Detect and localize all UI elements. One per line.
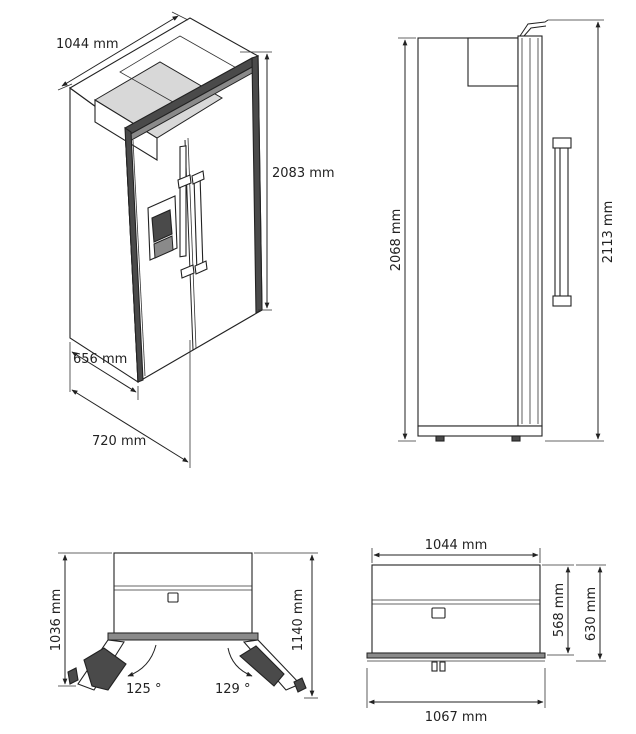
side-compressor (467, 37, 519, 87)
closed-handle-mark (431, 607, 446, 619)
closed-width-total-label: 1067 mm (425, 710, 488, 725)
open-handle-mark (167, 592, 179, 603)
door-left-frame (124, 126, 144, 383)
closed-door-bar (366, 652, 546, 659)
width-label: 1044 mm (56, 37, 119, 52)
top-hinge (519, 19, 549, 37)
depth-inner-label: 656 mm (73, 352, 127, 367)
right-angle-label: 129 ° (215, 682, 250, 697)
top-view-open: 125 ° 129 ° 1036 mm 1140 mm (49, 552, 318, 699)
left-angle-arc (127, 644, 157, 677)
depth-inner-dimension-line (71, 351, 137, 393)
side-view: 2068 mm 2113 mm (389, 19, 616, 442)
open-depth-label: 1036 mm (49, 589, 64, 652)
isometric-view: 1044 mm 2083 mm 656 mm 720 mm (56, 11, 335, 468)
right-angle-arc (227, 647, 253, 677)
total-height-label: 2113 mm (601, 201, 616, 264)
left-door-bin (83, 647, 127, 691)
closed-cabinet (371, 564, 541, 654)
top-view-closed: 1044 mm 1067 mm 568 mm 630 mm (366, 538, 606, 725)
height-label: 2083 mm (272, 166, 335, 181)
left-angle-label: 125 ° (126, 682, 161, 697)
open-hinge-bar (107, 632, 259, 641)
closed-depth-total-label: 630 mm (584, 587, 599, 641)
depth-outer-dimension-line (71, 389, 189, 463)
cabinet-height-label: 2068 mm (389, 209, 404, 272)
closed-width-label: 1044 mm (425, 538, 488, 553)
side-body (417, 37, 519, 427)
depth-outer-label: 720 mm (92, 434, 146, 449)
side-base (417, 425, 543, 437)
closed-depth-label: 568 mm (552, 583, 567, 637)
open-cabinet (113, 552, 253, 634)
left-handle (179, 145, 187, 258)
right-door-bin (239, 645, 285, 687)
width-dimension-line (61, 15, 179, 87)
open-depth-total-label: 1140 mm (291, 589, 306, 652)
